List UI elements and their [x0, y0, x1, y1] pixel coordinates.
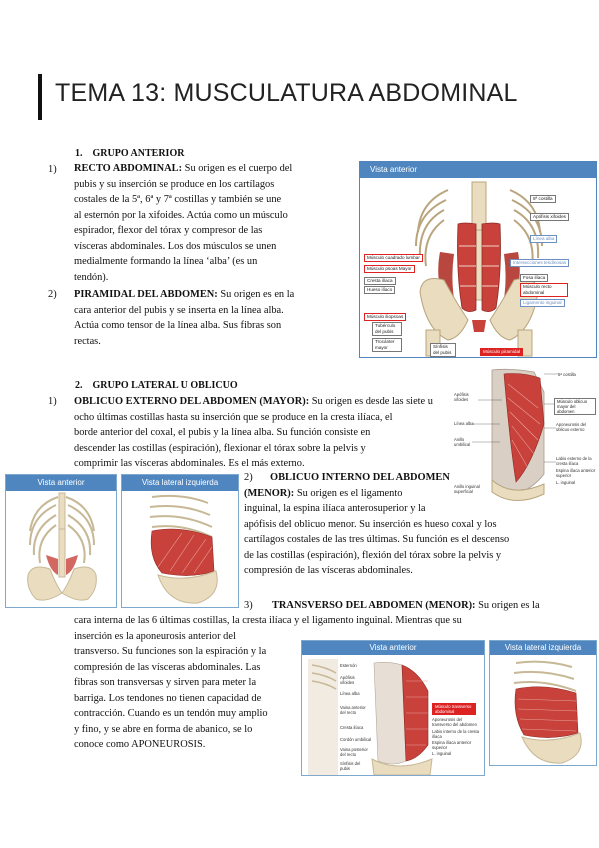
label: Músculo cuadrado lumbar: [364, 254, 423, 262]
title-bar: [38, 74, 42, 120]
item-number: 3): [244, 600, 253, 611]
label: Músculo piramidal: [480, 348, 524, 356]
paragraph-oblicuo-interno: OBLICUO INTERNO DEL ABDOMEN (MENOR): Su …: [244, 472, 510, 576]
paragraph-transverso: cara interna de las 6 últimas costillas,…: [74, 615, 462, 750]
figure-external-oblique: Apófisis xifoides Línea alba Anillo umbi…: [452, 364, 598, 508]
label: Anillo inguinal superficial: [454, 484, 480, 494]
label: Músculo oblicuo mayor del abdomen: [554, 398, 596, 415]
figure-anterior-skeleton: Vista anterior: [5, 474, 117, 608]
transverse-lateral-illustration: [513, 660, 582, 764]
paragraph-recto-abdominal: RECTO ABDOMINAL: Su origen es el cuerpo …: [74, 163, 293, 283]
label: Espina ilíaca anterior superior: [556, 468, 596, 478]
figure-transverse-anterior: Vista anterior Esternón Apófisis xifoide…: [301, 640, 485, 776]
label: Apófisis xifoides: [530, 213, 569, 221]
label: Sínfisis del pubis: [430, 343, 456, 357]
label: Cresta ilíaca: [364, 277, 396, 285]
rectus-illustration: [415, 181, 543, 357]
label: Aponeurosis del oblicuo externo: [556, 422, 587, 432]
figure-header: Vista lateral izquierda: [122, 475, 238, 491]
label: Anillo umbilical: [454, 437, 471, 447]
label: Intersecciones tendinosas: [510, 259, 570, 267]
label: Músculo transverso abdominal: [432, 703, 476, 715]
label: Tubérculo del pubis: [372, 322, 402, 336]
item-number: 1): [48, 396, 57, 407]
label: 5ª costilla: [530, 195, 556, 203]
external-oblique-illustration: [472, 368, 558, 501]
label: Trocánter mayor: [372, 338, 402, 352]
label: Vaina anterior del recto: [340, 705, 366, 715]
paragraph-transverso-first: TRANSVERSO DEL ABDOMEN (MENOR): Su orige…: [272, 600, 540, 611]
figure-lateral-internal-oblique: Vista lateral izquierda: [121, 474, 239, 608]
paragraph-oblicuo-externo: OBLICUO EXTERNO DEL ABDOMEN (MAYOR): Su …: [74, 396, 433, 469]
internal-oblique-illustration: [149, 494, 218, 604]
label: Músculo psoas Mayor: [364, 265, 415, 273]
item-number: 2): [244, 472, 253, 483]
label: Músculo iliopsoas: [364, 313, 407, 321]
term-oblicuo-interno: OBLICUO INTERNO DEL ABDOMEN: [270, 472, 450, 483]
term-piramidal: PIRAMIDAL DEL ABDOMEN:: [74, 289, 218, 300]
label: Labio externo de la cresta ilíaca: [556, 456, 592, 466]
label: Fosa ilíaca: [520, 274, 549, 282]
label: Ligamento inguinal: [520, 299, 565, 307]
figure-header: Vista anterior: [360, 162, 596, 178]
term-transverso: TRANSVERSO DEL ABDOMEN (MENOR):: [272, 600, 476, 611]
transverse-illustration: [308, 659, 433, 775]
figure-header: Vista lateral izquierda: [490, 641, 596, 655]
label: Espina ilíaca anterior superior: [432, 740, 472, 750]
term-recto-abdominal: RECTO ABDOMINAL:: [74, 163, 183, 174]
label: Línea alba: [530, 235, 558, 243]
label: Cordón umbilical: [340, 737, 372, 742]
figure-anterior-rectus: Vista anterior 5ª costilla Apófisis xifo…: [359, 161, 597, 358]
label: Hueso ilíaco: [364, 286, 396, 294]
label: Labio interno de la cresta ilíaca: [432, 729, 480, 739]
label: Vaina posterior del recto: [340, 747, 368, 757]
item-number: 2): [48, 289, 57, 300]
figure-header: Vista anterior: [6, 475, 116, 491]
skeleton-illustration: [27, 492, 97, 601]
label: Apófisis xifoides: [340, 675, 355, 685]
figure-transverse-lateral: Vista lateral izquierda: [489, 640, 597, 766]
label: Cresta ilíaca: [340, 725, 364, 730]
paragraph-piramidal: PIRAMIDAL DEL ABDOMEN: Su origen es en l…: [74, 289, 295, 347]
label: Músculo recto abdominal: [520, 283, 568, 297]
label: Apófisis xifoides: [454, 392, 469, 402]
section-heading-lateral: 2. GRUPO LATERAL U OBLICUO: [75, 380, 238, 391]
label: Sínfisis del pubis: [340, 761, 361, 771]
page-title: TEMA 13: MUSCULATURA ABDOMINAL: [55, 79, 518, 107]
label: Esternón: [340, 663, 357, 668]
figure-header: Vista anterior: [302, 641, 484, 655]
section-heading-anterior: 1. GRUPO ANTERIOR: [75, 148, 185, 159]
label: 5ª costilla: [558, 372, 576, 377]
label: Línea alba: [340, 691, 360, 696]
term-oblicuo-externo: OBLICUO EXTERNO DEL ABDOMEN (MAYOR):: [74, 396, 310, 407]
label: L. inguinal: [432, 751, 452, 756]
label: Línea alba: [454, 421, 474, 426]
label: Aponeurosis del transverso del abdomen: [432, 717, 477, 727]
item-number: 1): [48, 164, 57, 175]
label: L. inguinal: [556, 480, 576, 485]
